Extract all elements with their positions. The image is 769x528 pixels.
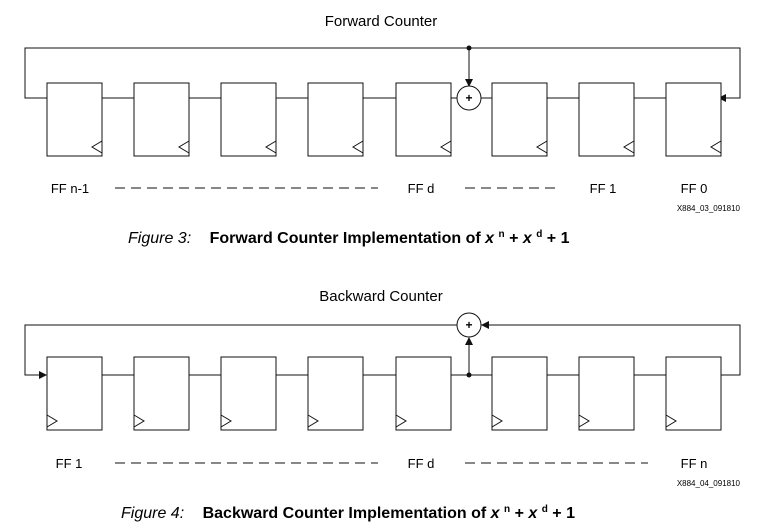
forward-clock-markers: [91, 140, 722, 154]
backward-caption-x2: x: [527, 505, 538, 522]
forward-flip-flop: [491, 82, 548, 157]
forward-caption-exp2: d: [536, 229, 542, 240]
backward-caption-exp2: d: [542, 504, 548, 515]
forward-counter-title: Forward Counter: [325, 13, 438, 30]
backward-xor-symbol: +: [465, 318, 472, 332]
backward-flip-flop: [395, 356, 452, 431]
forward-ff-label-1: FF 1: [590, 181, 617, 196]
backward-caption-x1: x: [490, 505, 501, 522]
forward-xor-symbol: +: [465, 91, 472, 105]
forward-caption-tail: + 1: [547, 230, 570, 247]
forward-flip-flops: [46, 82, 722, 157]
forward-caption-x2: x: [522, 230, 533, 247]
backward-ff-label-1: FF 1: [56, 456, 83, 471]
backward-ff-label-d: FF d: [408, 456, 435, 471]
forward-flip-flop: [307, 82, 364, 157]
forward-flip-flop: [578, 82, 635, 157]
backward-figure-id: X884_04_091810: [677, 479, 741, 488]
backward-flip-flop: [491, 356, 548, 431]
backward-flip-flop: [578, 356, 635, 431]
backward-flip-flop: [307, 356, 364, 431]
backward-caption-exp1: n: [504, 504, 510, 515]
forward-figure-id: X884_03_091810: [677, 204, 741, 213]
forward-flip-flop: [46, 82, 103, 157]
forward-caption-plus: +: [509, 230, 523, 247]
forward-caption-exp1: n: [499, 229, 505, 240]
forward-flip-flop: [220, 82, 277, 157]
forward-xor-gate: +: [456, 85, 482, 111]
backward-flip-flop: [665, 356, 722, 431]
forward-ff-label-n-1: FF n-1: [51, 181, 89, 196]
backward-feedback-loop: [481, 324, 741, 376]
backward-caption-tail: + 1: [552, 505, 575, 522]
forward-counter-diagram: Forward Counter +: [24, 13, 741, 247]
backward-caption-text: Backward Counter Implementation of: [203, 505, 491, 522]
forward-caption-figure: Figure 3:: [128, 230, 191, 247]
forward-caption-x1: x: [484, 230, 495, 247]
forward-caption-text: Forward Counter Implementation of: [210, 230, 486, 247]
backward-xor-gate: +: [456, 312, 482, 338]
backward-flip-flop: [46, 356, 103, 431]
backward-clock-markers: [46, 414, 677, 428]
backward-flip-flop: [220, 356, 277, 431]
forward-caption: Figure 3: Forward Counter Implementation…: [128, 224, 570, 247]
backward-flip-flop: [133, 356, 190, 431]
backward-counter-diagram: Backward Counter +: [24, 288, 741, 522]
forward-flip-flop: [665, 82, 722, 157]
backward-caption: Figure 4: Backward Counter Implementatio…: [121, 499, 575, 522]
backward-flip-flops: [46, 356, 722, 431]
forward-ff-label-d: FF d: [408, 181, 435, 196]
backward-ff-label-n: FF n: [681, 456, 708, 471]
forward-flip-flop: [395, 82, 452, 157]
forward-ff-label-0: FF 0: [681, 181, 708, 196]
backward-caption-figure: Figure 4:: [121, 505, 184, 522]
backward-caption-plus: +: [515, 505, 529, 522]
backward-counter-title: Backward Counter: [319, 288, 442, 305]
forward-flip-flop: [133, 82, 190, 157]
